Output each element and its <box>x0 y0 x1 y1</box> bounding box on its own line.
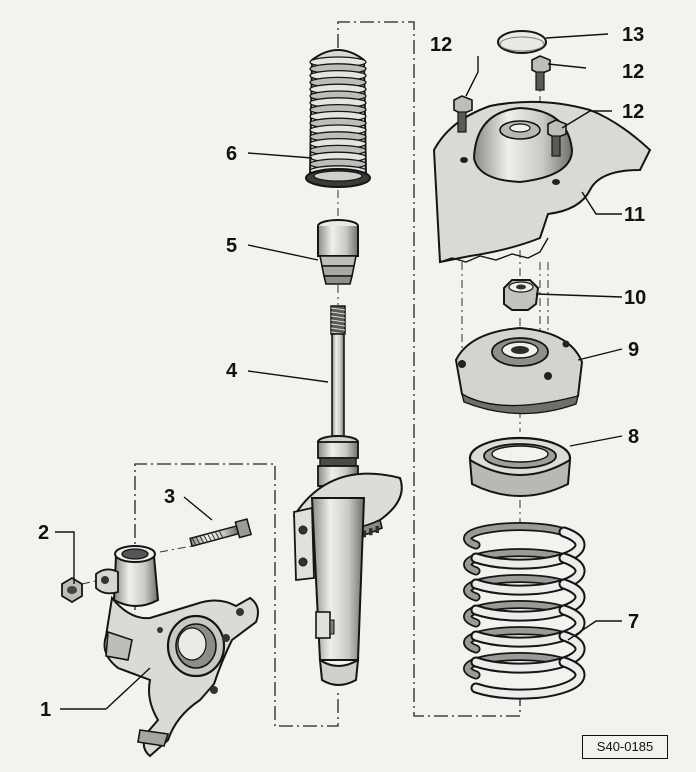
callout-4: 4 <box>226 360 238 382</box>
part-12-bolt-left <box>453 95 473 133</box>
callout-9: 9 <box>628 339 639 361</box>
callout-13: 13 <box>622 24 644 46</box>
part-12-bolt-right <box>547 119 567 157</box>
callout-labels: 1 2 3 4 5 6 7 8 9 10 11 12 12 12 13 <box>38 24 646 721</box>
part-3-bolt <box>189 518 253 548</box>
assembly-guide-lines <box>81 21 557 727</box>
callout-3: 3 <box>164 486 175 508</box>
part-6-dust-boot <box>305 49 371 188</box>
leader-lines <box>55 33 623 710</box>
callout-7: 7 <box>628 611 639 633</box>
part-12-bolt-top <box>531 55 551 91</box>
callout-12-right: 12 <box>622 101 644 123</box>
callout-11: 11 <box>624 204 645 226</box>
part-13-cap <box>497 30 547 54</box>
part-1-wheel-bearing-housing <box>95 545 259 758</box>
part-2-nut <box>61 576 83 604</box>
callout-6: 6 <box>226 143 237 165</box>
callout-5: 5 <box>226 235 237 257</box>
part-4-shock-absorber <box>292 305 403 686</box>
part-8-spring-seat <box>468 436 572 497</box>
callout-10: 10 <box>624 287 646 309</box>
callout-2: 2 <box>38 522 49 544</box>
part-9-strut-mounting <box>454 326 584 415</box>
callout-12-top-left: 12 <box>430 34 452 56</box>
part-7-coil-spring <box>463 522 586 700</box>
callout-1: 1 <box>40 699 51 721</box>
part-10-nut <box>503 279 540 311</box>
callout-8: 8 <box>628 426 639 448</box>
part-5-bump-stop <box>317 219 359 285</box>
figure-reference-code: S40-0185 <box>582 735 668 759</box>
callout-12-top-right: 12 <box>622 61 644 83</box>
